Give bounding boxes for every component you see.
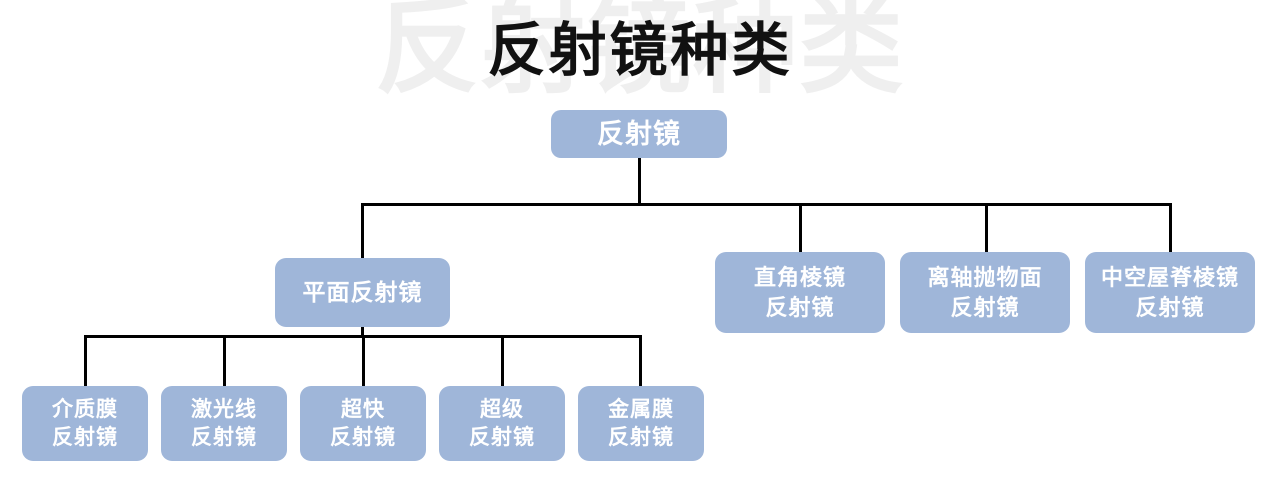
connector-level2-drop-4 — [1169, 203, 1172, 255]
node-plane-reflector[interactable]: 平面反射镜 — [275, 258, 450, 327]
connector-root-stem — [638, 158, 641, 206]
node-right-angle-prism-reflector[interactable]: 直角棱镜 反射镜 — [715, 252, 885, 333]
node-dielectric-film-reflector[interactable]: 介质膜 反射镜 — [22, 386, 148, 461]
connector-level3-drop-2 — [223, 335, 226, 388]
connector-level2-drop-1 — [361, 203, 364, 260]
connector-plane-stem — [361, 327, 364, 338]
node-super-reflector[interactable]: 超级 反射镜 — [439, 386, 565, 461]
node-off-axis-parabolic-reflector[interactable]: 离轴抛物面 反射镜 — [900, 252, 1070, 333]
node-plane-label: 平面反射镜 — [302, 279, 423, 305]
node-super-label: 超级 反射镜 — [469, 397, 535, 449]
connector-level2-bus — [361, 203, 1172, 206]
node-hollow-roof-prism-label: 中空屋脊棱镜 反射镜 — [1100, 264, 1239, 320]
node-ultrafast-reflector[interactable]: 超快 反射镜 — [300, 386, 426, 461]
title-watermark: 反射镜种类 — [374, 0, 905, 106]
node-laser-line-label: 激光线 反射镜 — [191, 397, 257, 449]
node-root-reflector[interactable]: 反射镜 — [551, 110, 727, 158]
connector-level2-drop-2 — [799, 203, 802, 255]
connector-level3-drop-1 — [84, 335, 87, 388]
node-metal-film-label: 金属膜 反射镜 — [608, 397, 674, 449]
node-off-axis-parabolic-label: 离轴抛物面 反射镜 — [927, 264, 1043, 320]
connector-level2-drop-3 — [985, 203, 988, 255]
node-dielectric-film-label: 介质膜 反射镜 — [52, 397, 118, 449]
node-root-label: 反射镜 — [597, 119, 681, 149]
node-metal-film-reflector[interactable]: 金属膜 反射镜 — [578, 386, 704, 461]
connector-level3-drop-4 — [501, 335, 504, 388]
connector-level3-drop-3 — [362, 335, 365, 388]
page-title: 反射镜种类 — [487, 18, 793, 83]
node-ultrafast-label: 超快 反射镜 — [330, 397, 396, 449]
connector-level3-drop-5 — [639, 335, 642, 388]
node-right-angle-prism-label: 直角棱镜 反射镜 — [753, 264, 846, 320]
node-laser-line-reflector[interactable]: 激光线 反射镜 — [161, 386, 287, 461]
node-hollow-roof-prism-reflector[interactable]: 中空屋脊棱镜 反射镜 — [1085, 252, 1255, 333]
